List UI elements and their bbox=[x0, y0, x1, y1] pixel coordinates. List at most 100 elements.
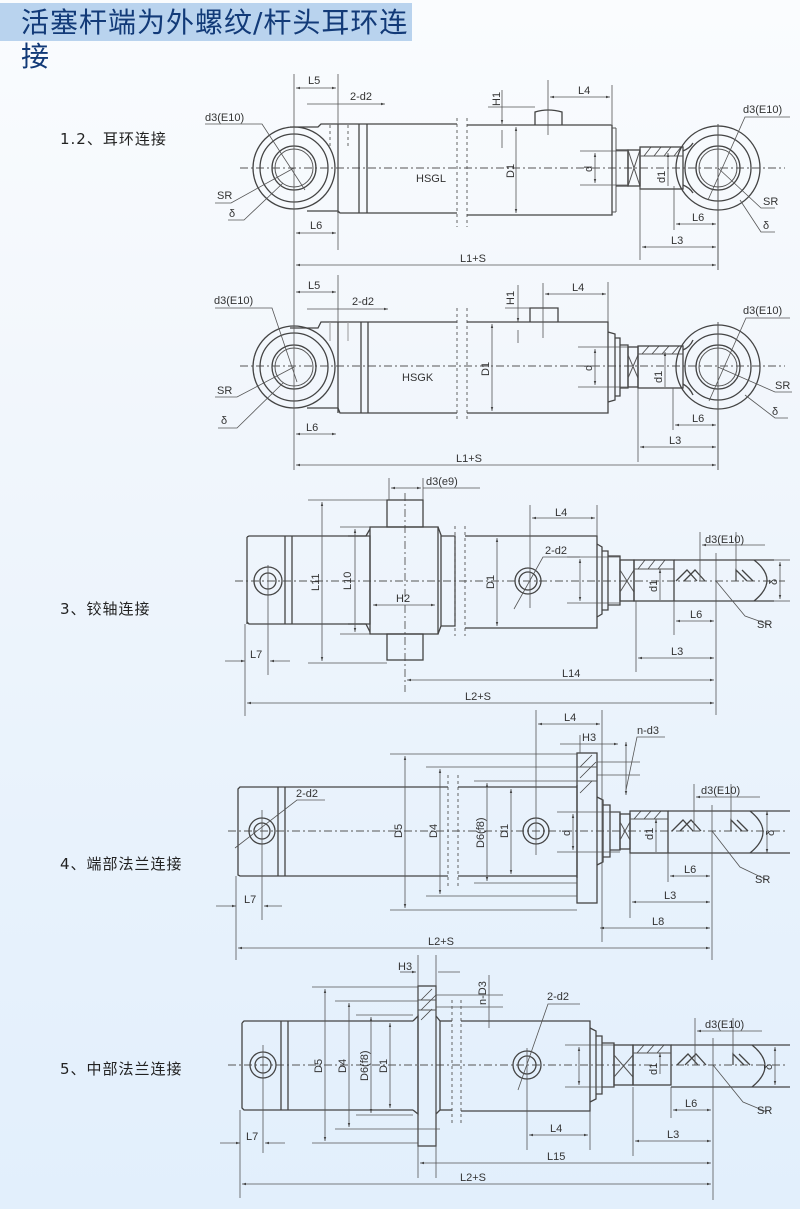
dim-SR: SR bbox=[217, 385, 232, 397]
dim-D1: D1 bbox=[505, 164, 517, 178]
dim-2-d2: 2-d2 bbox=[545, 545, 567, 557]
dimension-lines bbox=[215, 272, 792, 470]
dim-L3: L3 bbox=[671, 646, 683, 658]
dim-L11: L11 bbox=[310, 573, 322, 591]
dim-L14: L14 bbox=[562, 668, 580, 680]
dimension-labels: L5 2-d2 d3(E10) SR δ L6 HSGK L1+S H1 L4 … bbox=[214, 280, 790, 465]
dim-L2-S: L2+S bbox=[428, 936, 454, 948]
dim-d1: d1 bbox=[644, 828, 656, 840]
dim-n-D3: n-D3 bbox=[477, 981, 489, 1005]
dim-D4: D4 bbox=[428, 824, 440, 838]
drawing-mid-flange: H3 n-D3 2-d2 D5 D4 D6(f8) D1 d1 d3(E10) … bbox=[220, 955, 790, 1200]
dim-delta: δ bbox=[765, 830, 777, 836]
section-label-mid-flange: 5、中部法兰连接 bbox=[60, 1060, 183, 1078]
dim-L15: L15 bbox=[547, 1151, 565, 1163]
dim-d1: d1 bbox=[653, 371, 665, 383]
dim-L4: L4 bbox=[564, 712, 576, 724]
cylinder-body bbox=[237, 752, 790, 904]
dim-L6-right: L6 bbox=[692, 212, 704, 224]
dim-H1: H1 bbox=[505, 291, 517, 305]
dim-d3-right: d3(E10) bbox=[743, 104, 782, 116]
drawing-hsgl: L5 2-d2 d3(E10) SR δ L6 HSGL L1+S H1 L4 … bbox=[205, 74, 790, 272]
dim-d1: d1 bbox=[656, 171, 668, 183]
dim-L6: L6 bbox=[685, 1098, 697, 1110]
dim-L6: L6 bbox=[690, 609, 702, 621]
drawing-hsgk: L5 2-d2 d3(E10) SR δ L6 HSGK L1+S H1 L4 … bbox=[214, 272, 792, 470]
dim-2-d2: 2-d2 bbox=[296, 788, 318, 800]
dim-L7: L7 bbox=[244, 894, 256, 906]
section-label-ear-ring: 1.2、耳环连接 bbox=[60, 130, 167, 148]
dim-d3: d3(E10) bbox=[205, 112, 244, 124]
dim-L6-right: L6 bbox=[692, 413, 704, 425]
dim-delta: δ bbox=[768, 579, 780, 585]
dim-L6: L6 bbox=[306, 422, 318, 434]
dim-L4: L4 bbox=[572, 282, 584, 294]
dim-L8: L8 bbox=[652, 916, 664, 928]
section-label-end-flange: 4、端部法兰连接 bbox=[60, 855, 183, 873]
dim-delta-right: δ bbox=[763, 220, 769, 232]
dimension-lines bbox=[205, 74, 790, 272]
dim-L3: L3 bbox=[671, 235, 683, 247]
dim-D4: D4 bbox=[337, 1059, 349, 1073]
dim-d: d bbox=[583, 166, 595, 172]
dim-d3-right: d3(E10) bbox=[743, 305, 782, 317]
dimension-lines bbox=[225, 478, 790, 716]
dim-L3: L3 bbox=[667, 1129, 679, 1141]
drawing-trunnion: d3(e9) L11 L10 H2 D1 L4 2-d2 d3(E10) d1 … bbox=[225, 476, 790, 716]
dim-L4: L4 bbox=[555, 507, 567, 519]
drawing-end-flange: L4 H3 n-d3 2-d2 D5 D4 D6(f8) D1 d d1 d3(… bbox=[216, 710, 790, 960]
dim-d3: d3(E10) bbox=[705, 1019, 744, 1031]
dim-D1: D1 bbox=[378, 1059, 390, 1073]
dim-d3: d3(E10) bbox=[701, 785, 740, 797]
dimension-labels: H3 n-D3 2-d2 D5 D4 D6(f8) D1 d1 d3(E10) … bbox=[246, 961, 775, 1184]
dim-n-d3: n-d3 bbox=[637, 725, 659, 737]
dim-SR: SR bbox=[757, 1105, 772, 1117]
page-title: 活塞杆端为外螺纹/杆头耳环连接 bbox=[21, 6, 409, 73]
dimension-lines bbox=[216, 710, 769, 960]
right-ear-ring bbox=[675, 322, 761, 470]
dim-D1: D1 bbox=[485, 575, 497, 589]
dim-delta-right: δ bbox=[772, 406, 778, 418]
dimension-labels: d3(e9) L11 L10 H2 D1 L4 2-d2 d3(E10) d1 … bbox=[250, 476, 780, 703]
dim-L2-S: L2+S bbox=[465, 691, 491, 703]
dim-2-d2: 2-d2 bbox=[350, 91, 372, 103]
dim-L4: L4 bbox=[578, 85, 590, 97]
dim-delta: δ bbox=[221, 415, 227, 427]
dim-H1: H1 bbox=[491, 92, 503, 106]
dim-D6-f8: D6(f8) bbox=[475, 817, 487, 848]
dim-2-d2: 2-d2 bbox=[352, 296, 374, 308]
dim-L6: L6 bbox=[684, 864, 696, 876]
dim-SR-right: SR bbox=[775, 380, 790, 392]
section-label-trunnion: 3、铰轴连接 bbox=[60, 600, 151, 618]
dim-SR: SR bbox=[217, 190, 232, 202]
dim-SR: SR bbox=[755, 874, 770, 886]
dim-D6-f8: D6(f8) bbox=[359, 1050, 371, 1081]
model-label: HSGL bbox=[416, 173, 446, 185]
dim-L5: L5 bbox=[308, 280, 320, 292]
dim-d: d bbox=[561, 830, 573, 836]
dim-D5: D5 bbox=[393, 824, 405, 838]
dim-L2-S: L2+S bbox=[460, 1172, 486, 1184]
dim-L1-S: L1+S bbox=[456, 453, 482, 465]
dim-delta: δ bbox=[229, 208, 235, 220]
dim-H2: H2 bbox=[396, 593, 410, 605]
dim-L5: L5 bbox=[308, 75, 320, 87]
dimension-labels: L5 2-d2 d3(E10) SR δ L6 HSGL L1+S H1 L4 … bbox=[205, 75, 782, 265]
dim-d3: d3(E10) bbox=[705, 534, 744, 546]
dim-L7: L7 bbox=[246, 1131, 258, 1143]
dim-D1: D1 bbox=[499, 824, 511, 838]
cylinder-body bbox=[290, 109, 684, 227]
dim-SR: SR bbox=[757, 619, 772, 631]
dim-L1-S: L1+S bbox=[460, 253, 486, 265]
dimension-lines bbox=[220, 955, 777, 1200]
dim-D1: D1 bbox=[480, 362, 492, 376]
title-banner: 活塞杆端为外螺纹/杆头耳环连接 bbox=[0, 3, 412, 73]
dim-delta: δ bbox=[763, 1064, 775, 1070]
dim-d3: d3(E10) bbox=[214, 295, 253, 307]
model-label: HSGK bbox=[402, 372, 434, 384]
dim-L6: L6 bbox=[310, 220, 322, 232]
dim-d: d bbox=[583, 365, 595, 371]
dim-d3-e9: d3(e9) bbox=[426, 476, 458, 488]
cylinder-body bbox=[290, 307, 684, 420]
